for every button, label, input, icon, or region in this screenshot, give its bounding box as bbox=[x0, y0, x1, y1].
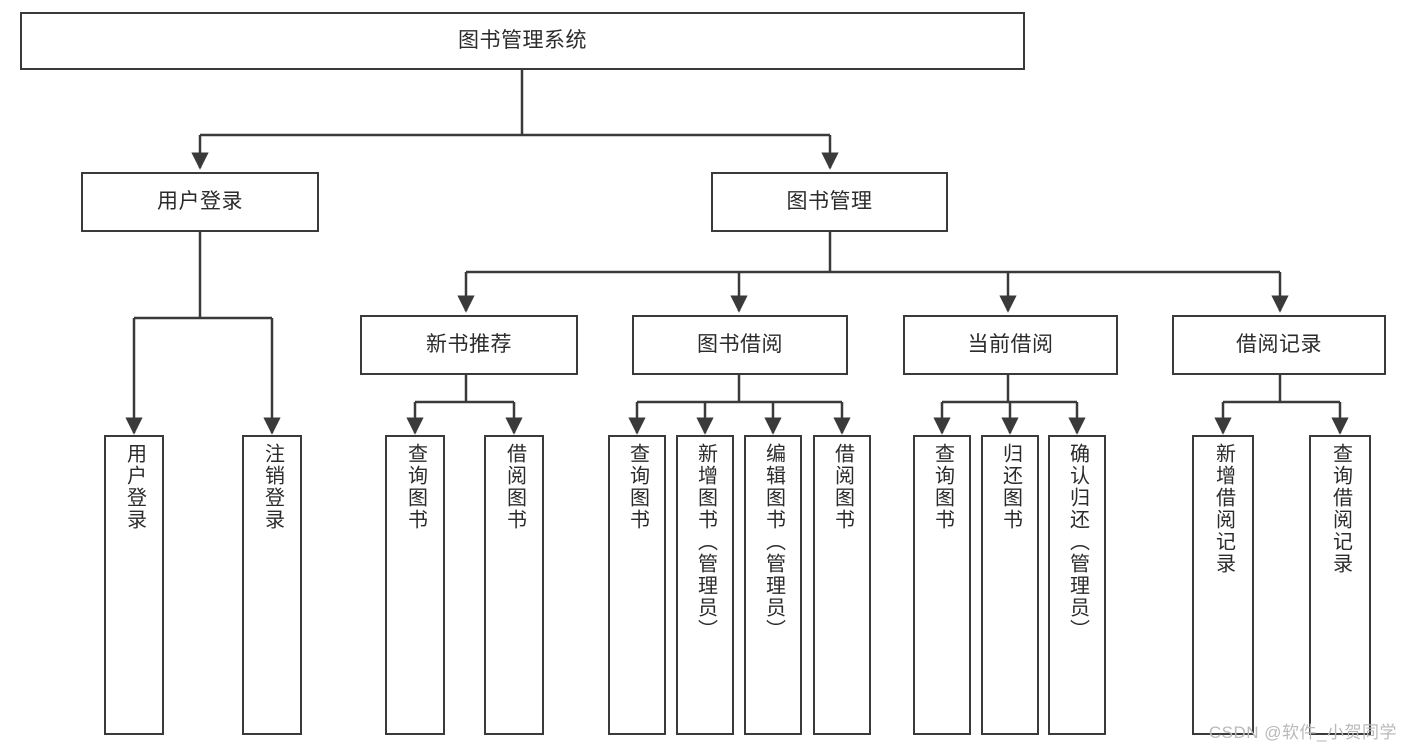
node-leaf-query-book-3-label: 查询图书 bbox=[931, 443, 954, 531]
node-root[interactable]: 图书管理系统 bbox=[20, 12, 1025, 70]
node-leaf-add-book-label: 新增图书（管理员） bbox=[694, 443, 717, 641]
node-leaf-logout[interactable]: 注销登录 bbox=[242, 435, 302, 735]
node-leaf-query-book-1-label: 查询图书 bbox=[404, 443, 427, 531]
node-leaf-query-record[interactable]: 查询借阅记录 bbox=[1309, 435, 1371, 735]
node-leaf-user-login[interactable]: 用户登录 bbox=[104, 435, 164, 735]
node-book-borrow[interactable]: 图书借阅 bbox=[632, 315, 848, 375]
node-leaf-borrow-book-2[interactable]: 借阅图书 bbox=[813, 435, 871, 735]
node-leaf-borrow-book-2-label: 借阅图书 bbox=[831, 443, 854, 531]
node-leaf-query-record-label: 查询借阅记录 bbox=[1329, 443, 1352, 575]
node-user-login[interactable]: 用户登录 bbox=[81, 172, 319, 232]
node-book-borrow-label: 图书借阅 bbox=[697, 332, 783, 356]
node-book-manage[interactable]: 图书管理 bbox=[711, 172, 948, 232]
node-leaf-add-book[interactable]: 新增图书（管理员） bbox=[676, 435, 734, 735]
node-leaf-logout-label: 注销登录 bbox=[261, 443, 284, 531]
node-root-label: 图书管理系统 bbox=[458, 28, 587, 52]
node-current-borrow-label: 当前借阅 bbox=[967, 332, 1054, 356]
node-current-borrow[interactable]: 当前借阅 bbox=[903, 315, 1118, 375]
node-book-manage-label: 图书管理 bbox=[786, 189, 873, 213]
node-new-book-rec[interactable]: 新书推荐 bbox=[360, 315, 578, 375]
node-leaf-edit-book[interactable]: 编辑图书（管理员） bbox=[744, 435, 802, 735]
node-leaf-user-login-label: 用户登录 bbox=[123, 443, 146, 531]
node-leaf-borrow-book-1-label: 借阅图书 bbox=[503, 443, 526, 531]
node-new-book-rec-label: 新书推荐 bbox=[426, 332, 512, 356]
node-leaf-query-book-3[interactable]: 查询图书 bbox=[913, 435, 971, 735]
node-leaf-add-record-label: 新增借阅记录 bbox=[1212, 443, 1235, 575]
node-leaf-return-book[interactable]: 归还图书 bbox=[981, 435, 1039, 735]
node-leaf-query-book-2-label: 查询图书 bbox=[626, 443, 649, 531]
node-leaf-confirm-return[interactable]: 确认归还（管理员） bbox=[1048, 435, 1106, 735]
node-leaf-add-record[interactable]: 新增借阅记录 bbox=[1192, 435, 1254, 735]
node-leaf-query-book-2[interactable]: 查询图书 bbox=[608, 435, 666, 735]
node-borrow-record[interactable]: 借阅记录 bbox=[1172, 315, 1386, 375]
node-leaf-return-book-label: 归还图书 bbox=[999, 443, 1022, 531]
csdn-watermark: CSDN @软件_小贺同学 bbox=[1208, 723, 1397, 742]
node-leaf-query-book-1[interactable]: 查询图书 bbox=[385, 435, 445, 735]
node-user-login-label: 用户登录 bbox=[157, 189, 243, 213]
node-leaf-borrow-book-1[interactable]: 借阅图书 bbox=[484, 435, 544, 735]
node-borrow-record-label: 借阅记录 bbox=[1236, 332, 1322, 356]
node-leaf-confirm-return-label: 确认归还（管理员） bbox=[1066, 443, 1089, 641]
node-leaf-edit-book-label: 编辑图书（管理员） bbox=[762, 443, 785, 641]
